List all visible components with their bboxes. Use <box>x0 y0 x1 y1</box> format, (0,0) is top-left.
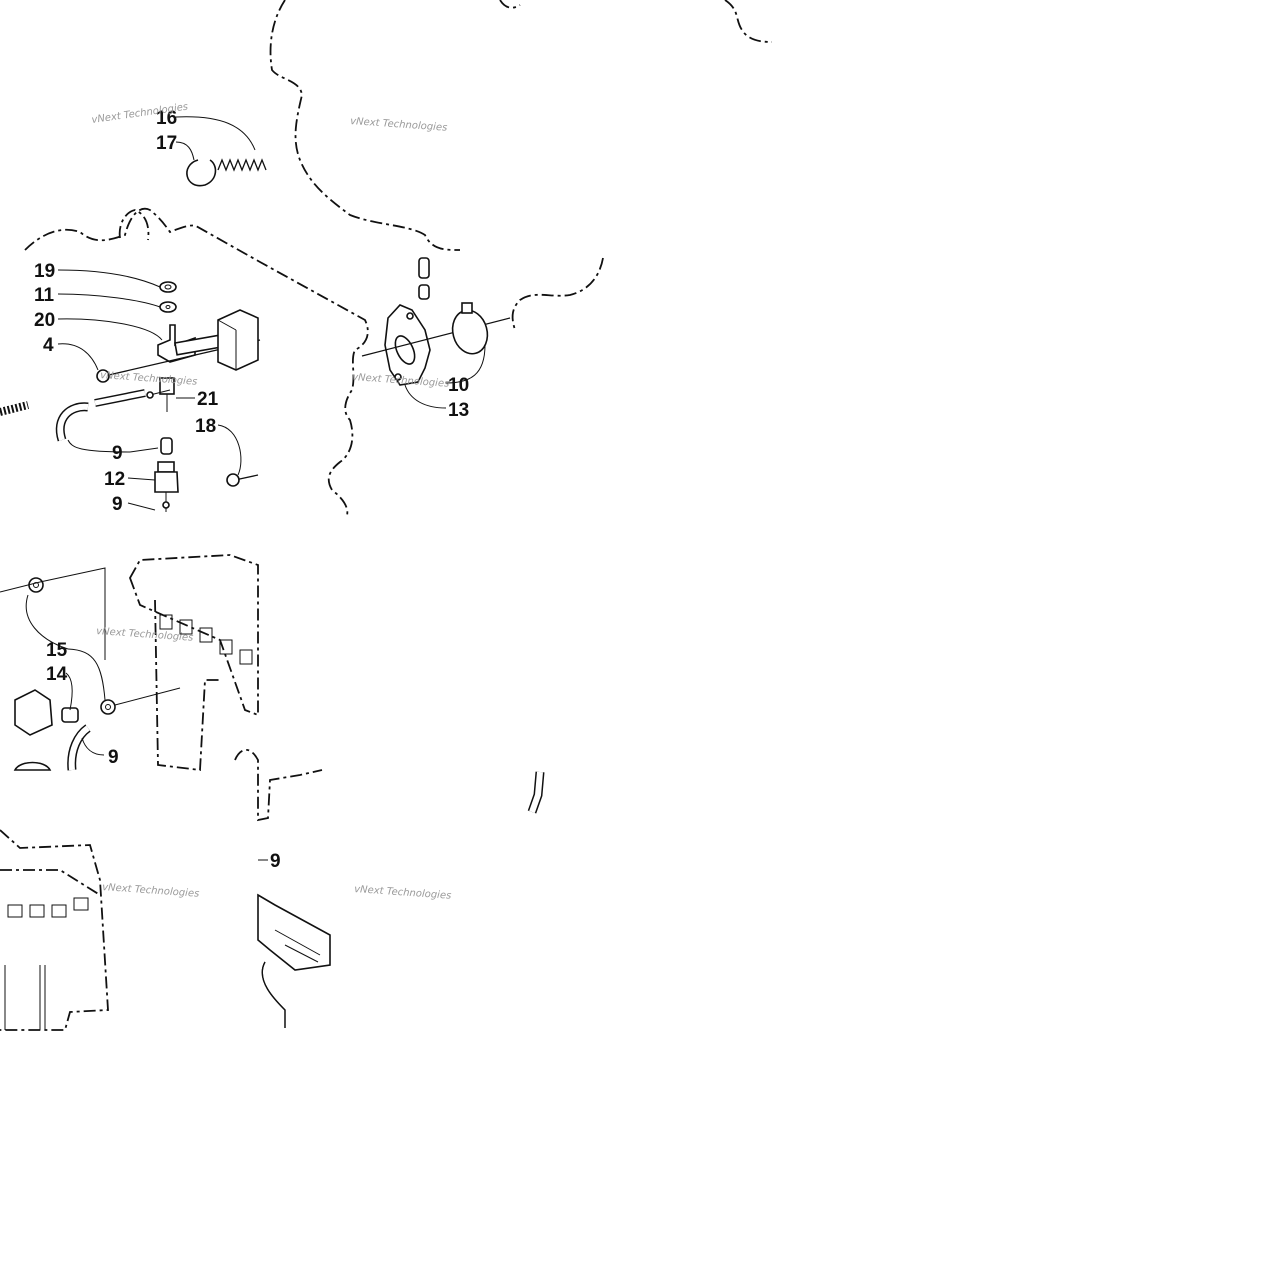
bushing-part <box>61 707 79 723</box>
watermark-text: vNext Technologies <box>352 372 450 390</box>
hose-clamp-left <box>0 401 29 416</box>
watermark-text: vNext Technologies <box>102 882 200 900</box>
clamp-ring-part <box>451 302 489 355</box>
watermark-text: vNext Technologies <box>354 884 452 902</box>
callout-12: 12 <box>104 469 125 490</box>
cap-part <box>13 761 52 771</box>
callout-4: 4 <box>43 335 54 356</box>
callout-9: 9 <box>270 851 281 872</box>
grommet-upper <box>0 567 106 660</box>
callout-11: 11 <box>34 285 55 306</box>
callout-21: 21 <box>197 389 219 410</box>
spring-part <box>217 158 267 172</box>
callout-19: 19 <box>34 261 55 282</box>
washer-part <box>159 301 177 313</box>
tee-fitting-part <box>146 377 175 412</box>
lower-hose <box>67 724 545 814</box>
snap-ring-part <box>186 159 217 187</box>
callout-20: 20 <box>34 310 55 331</box>
watermarks: vNext Technologies vNext Technologies vN… <box>91 102 452 902</box>
callout-15: 15 <box>46 640 68 661</box>
callout-9: 9 <box>108 747 119 768</box>
callout-labels: 16 17 19 11 20 4 21 9 18 12 9 10 13 15 1… <box>34 108 469 872</box>
nut-part <box>159 281 177 293</box>
switch-box-part <box>217 309 259 371</box>
callout-16: 16 <box>156 108 177 129</box>
mount-bracket <box>14 689 53 736</box>
leader-lines <box>25 116 486 861</box>
sleeve-part <box>160 437 173 455</box>
watermark-text: vNext Technologies <box>350 116 448 134</box>
fuel-filter-part <box>154 461 179 512</box>
callout-9: 9 <box>112 443 123 464</box>
hose-part <box>55 389 146 442</box>
callout-10: 10 <box>448 375 469 396</box>
housing-outline-left <box>24 207 369 519</box>
housing-outline-top <box>269 0 773 331</box>
flange-part <box>361 304 511 386</box>
screw-part <box>226 473 259 487</box>
grommet-lower <box>100 687 181 715</box>
callout-17: 17 <box>156 133 177 154</box>
watermark-text: vNext Technologies <box>96 626 194 644</box>
nipple-part <box>418 257 430 300</box>
engine-block-left <box>0 554 323 1031</box>
callout-13: 13 <box>448 400 469 421</box>
watermark-text: vNext Technologies <box>100 370 198 388</box>
callout-9: 9 <box>112 494 123 515</box>
manifold-fragment <box>257 893 331 1028</box>
callout-14: 14 <box>46 664 68 685</box>
callout-18: 18 <box>195 416 216 437</box>
